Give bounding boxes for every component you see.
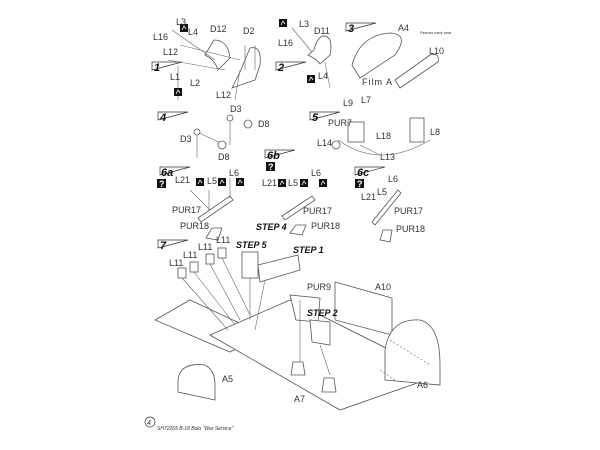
part-label: L10 [429, 46, 444, 56]
part-label: L11 [216, 235, 230, 245]
part-label: PUR7 [328, 118, 352, 128]
part-label: PUR9 [307, 282, 331, 292]
part-label: PUR17 [394, 206, 423, 216]
part-label: L3 [299, 19, 309, 29]
part-label: PUR18 [180, 221, 209, 231]
canopy-a4 [351, 32, 402, 79]
kit-title: SH72265 B-18 Bolo "War Service" [157, 426, 233, 432]
seat-frame [257, 254, 301, 283]
part-label: L1 [170, 72, 180, 82]
part-label: L7 [361, 95, 371, 105]
part-label: D2 [243, 26, 255, 36]
step-number: 6a [161, 167, 173, 179]
step-3: 3 A4 Reader back seat L10 Film A [345, 22, 452, 89]
part-label: L4 [188, 27, 198, 37]
step-number: 6b [267, 150, 280, 162]
step-number: 6c [357, 167, 369, 179]
part-label: D3 [230, 104, 242, 114]
part-label: L12 [216, 90, 231, 100]
part-label: L11 [198, 242, 212, 252]
part-label: L21 [175, 175, 190, 185]
part-label: D8 [218, 152, 230, 162]
part-label: L6 [311, 168, 321, 178]
part-label: L21 [361, 192, 376, 202]
step-callout: STEP 5 [236, 240, 268, 250]
step-4: 4 D3 D8 D3 D8 [157, 104, 270, 162]
page-number: 4 [147, 420, 151, 427]
part-label: PUR17 [172, 205, 201, 215]
part-label: D8 [258, 119, 270, 129]
frame-a6 [384, 319, 441, 386]
part-label: L16 [278, 38, 293, 48]
panel-l10 [394, 53, 439, 89]
part-label: PUR18 [311, 221, 340, 231]
part-label: L11 [183, 250, 197, 260]
seat-d12 [204, 39, 231, 71]
part-label: L21 [262, 178, 277, 188]
radio-box [241, 251, 259, 279]
step-5: 5 L9 L7 PUR7 L18 L14 L13 L8 [309, 95, 440, 162]
seat-d2 [231, 47, 261, 89]
part-label: A4 [398, 23, 409, 33]
part-label: A10 [375, 282, 391, 292]
part-label: L2 [190, 78, 200, 88]
seat [309, 319, 331, 346]
part-label: L6 [388, 174, 398, 184]
step-number: 5 [312, 112, 319, 124]
footer: 4 SH72265 B-18 Bolo "War Service" [144, 416, 233, 432]
step-number: 7 [160, 240, 167, 252]
part-label: L5 [207, 176, 217, 186]
frame-a5 [177, 364, 216, 401]
part-label: D3 [180, 134, 192, 144]
step-6c: 6c ? L6 L5 L21 PUR17 PUR18 [354, 166, 425, 243]
photoetch-icon [173, 87, 183, 97]
part-label: L5 [288, 178, 298, 188]
step-number: 2 [277, 62, 284, 74]
seat-d11 [307, 35, 332, 65]
part-label: D12 [210, 24, 227, 34]
part-label: L5 [377, 187, 387, 197]
step-number: 1 [154, 62, 160, 74]
step-7: 7 L11 L11 L11 L11 PUR9 A10 A5 A6 A7 STEP… [154, 222, 442, 411]
photoetch-icon [306, 74, 316, 84]
part-label: L11 [169, 258, 183, 268]
part-label: L18 [376, 131, 391, 141]
step-number: 3 [348, 23, 354, 35]
part-label: A7 [294, 394, 305, 404]
step-1: 1 L3 L16 L4 L12 D12 D2 L1 L2 L12 [151, 17, 261, 101]
step-callout: STEP 4 [256, 222, 287, 232]
part-label: Film A [362, 77, 393, 87]
photoetch-icon [278, 18, 288, 28]
part-label: PUR17 [303, 206, 332, 216]
step-2: 2 L3 L16 D11 L4 [275, 18, 332, 89]
step-6a: 6a ? L21 L5 L6 PUR17 PUR18 [157, 166, 245, 241]
step-number: 4 [159, 112, 166, 124]
page-number-circle [144, 416, 156, 428]
question-icon: ? [268, 162, 274, 172]
note-text: Reader back seat [420, 30, 452, 35]
question-icon: ? [357, 179, 363, 189]
part-label: L4 [318, 71, 328, 81]
part-label: D11 [314, 26, 330, 36]
part-label: L3 [176, 17, 186, 27]
step-callout: STEP 1 [293, 245, 324, 255]
step-callout: STEP 2 [307, 308, 338, 318]
part-label: L9 [343, 98, 353, 108]
part-label: PUR18 [396, 224, 425, 234]
part-label: L8 [430, 127, 440, 137]
step-6b: 6b ? L21 L5 L6 PUR17 PUR18 [262, 149, 340, 236]
part-label: L16 [153, 32, 168, 42]
part-label: L12 [163, 47, 178, 57]
question-icon: ? [159, 179, 165, 189]
part-label: L13 [380, 152, 395, 162]
part-label: L14 [317, 138, 332, 148]
part-label: L6 [229, 168, 239, 178]
part-label: A5 [222, 374, 233, 384]
part-label: A6 [417, 380, 428, 390]
